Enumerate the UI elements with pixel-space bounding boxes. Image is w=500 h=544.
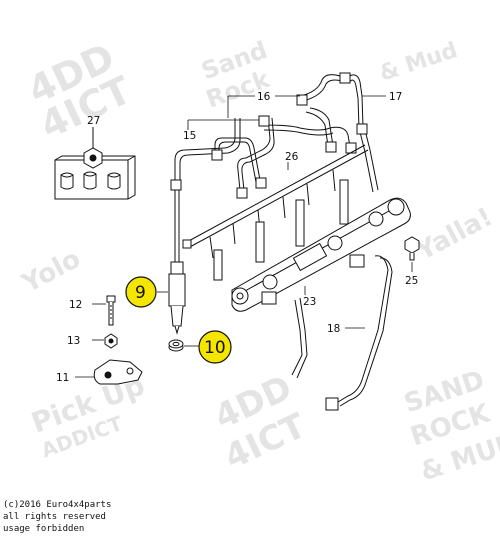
callout-9-badge[interactable] — [125, 276, 157, 308]
part-27-nut-set: 27 — [54, 115, 136, 200]
watermark-right-mid: Yalla! — [411, 202, 498, 267]
fuel-line-17 — [343, 74, 364, 128]
common-rail-23: 23 — [231, 197, 411, 312]
washer-13: 13 — [67, 333, 118, 349]
part-label-16: 16 — [257, 91, 271, 103]
part-label-13: 13 — [67, 335, 80, 347]
part-label-27: 27 — [87, 115, 100, 127]
clamp-11: 11 — [56, 359, 143, 385]
injection-lines: 16 17 15 — [170, 72, 402, 199]
part-label-12: 12 — [69, 299, 82, 311]
part-label-25: 25 — [405, 275, 418, 287]
part-label-10: 10 — [204, 338, 226, 358]
part-label-26: 26 — [285, 151, 299, 163]
injector-body — [168, 273, 186, 307]
copyright-notice: (c)2016 Euro4x4parts all rights reserved… — [3, 499, 111, 535]
return-line-26: 26 — [182, 144, 369, 259]
bolt-12: 12 — [69, 295, 116, 326]
sleeve-icon — [60, 171, 121, 190]
rail-label-plate — [292, 242, 328, 272]
part-label-17: 17 — [389, 91, 402, 103]
callout-9[interactable]: 9 — [125, 276, 157, 308]
nut-set-box — [54, 155, 136, 200]
part-label-9: 9 — [135, 283, 146, 303]
part-label-11: 11 — [56, 372, 69, 384]
part-label-15: 15 — [183, 130, 196, 142]
copyright-line-1: (c)2016 Euro4x4parts — [3, 500, 112, 510]
copyright-line-3: usage forbidden — [3, 524, 85, 534]
watermark-mud-top: & Mud — [377, 38, 461, 87]
callout-10-badge[interactable] — [198, 330, 232, 364]
washer-10 — [168, 339, 200, 352]
copyright-line-2: all rights reserved — [3, 512, 106, 522]
hex-nut-icon — [83, 147, 103, 169]
part-label-23: 23 — [303, 296, 316, 308]
fuel-line-15a — [174, 118, 236, 183]
watermark-left-mid: Yolo — [17, 244, 86, 300]
line-connector — [296, 94, 308, 106]
pressure-sensor — [349, 254, 365, 268]
fuel-line-16 — [299, 74, 341, 97]
mounted-injectors — [213, 179, 349, 281]
injector-9 — [157, 190, 186, 335]
fuel-line-15b — [214, 137, 261, 181]
injector-nozzle — [174, 325, 180, 335]
callout-10[interactable]: 10 — [198, 330, 232, 364]
leader-line-16 — [227, 95, 300, 118]
bolt-25: 25 — [404, 236, 420, 287]
harness-connector — [325, 397, 339, 411]
injector-connector — [170, 261, 184, 275]
part-label-18: 18 — [327, 323, 340, 335]
harness-18: 18 — [291, 255, 393, 411]
